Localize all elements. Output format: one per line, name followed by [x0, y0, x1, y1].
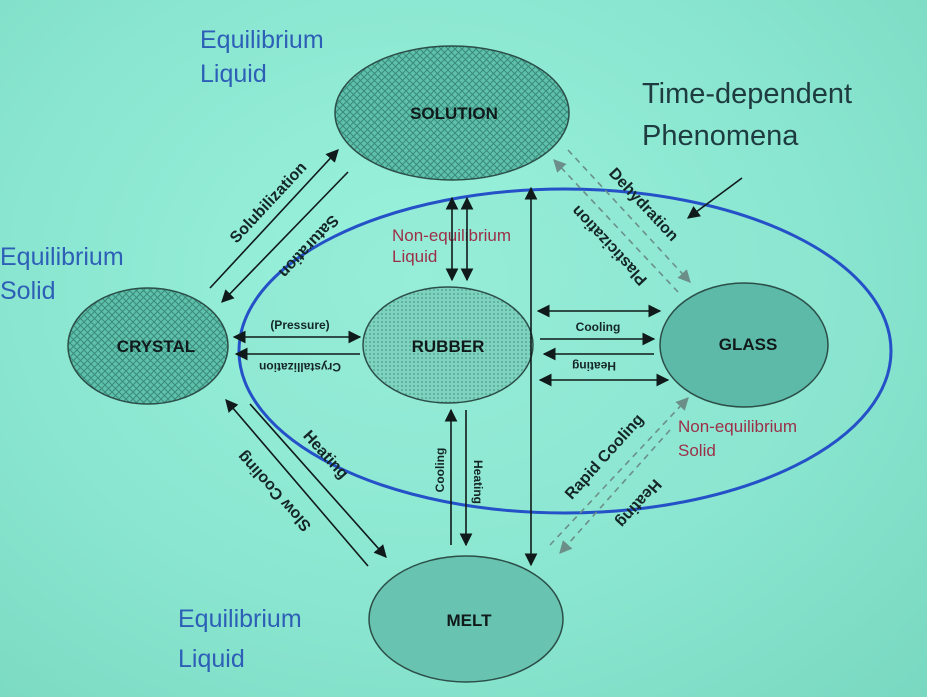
- heating-label: Heating: [572, 359, 616, 373]
- left-phase-line1: Equilibrium: [0, 243, 124, 271]
- crystallization-label: Crystallization: [259, 360, 341, 374]
- top-phase-line2: Liquid: [200, 60, 267, 88]
- glass-node: [659, 282, 829, 408]
- bottom-phase-line1: Equilibrium: [178, 605, 302, 633]
- pressure-label: (Pressure): [270, 318, 329, 332]
- plasticization-arrow: [553, 159, 679, 293]
- cooling-melt-rubber-label: Cooling: [433, 448, 447, 493]
- cooling-label: Cooling: [576, 320, 621, 334]
- rubber-label: RUBBER: [412, 337, 485, 356]
- noneq-solid-line1: Non-equilibrium: [678, 417, 797, 436]
- crystal-node: [67, 287, 229, 405]
- heating-rubber-melt-label: Heating: [471, 460, 485, 504]
- heating-crystal-melt-arrow: [249, 403, 387, 558]
- region-title-line1: Time-dependent: [642, 78, 852, 110]
- rapid-cooling-arrow: [549, 397, 689, 546]
- solution-label: SOLUTION: [410, 104, 498, 123]
- noneq-liquid-line2: Liquid: [392, 247, 437, 266]
- melt-label: MELT: [446, 611, 492, 630]
- top-phase-line1: Equilibrium: [200, 26, 324, 54]
- saturation-arrow: [221, 171, 349, 303]
- noneq-solid-line2: Solid: [678, 441, 716, 460]
- melt-node: [368, 555, 564, 683]
- solubilization-label: Solubilization: [227, 159, 310, 247]
- glass-label: GLASS: [719, 335, 778, 354]
- bottom-phase-line2: Liquid: [178, 645, 245, 673]
- region-title-line2: Phenomena: [642, 120, 799, 152]
- left-phase-line2: Solid: [0, 277, 56, 305]
- dehydration-arrow: [567, 149, 691, 283]
- solution-node: [334, 45, 570, 181]
- solubilization-arrow: [209, 149, 339, 289]
- crystal-label: CRYSTAL: [117, 337, 195, 356]
- region-title-pointer: [686, 177, 743, 219]
- heating-glass-melt-arrow: [559, 429, 671, 554]
- slow-cooling-arrow: [225, 399, 369, 567]
